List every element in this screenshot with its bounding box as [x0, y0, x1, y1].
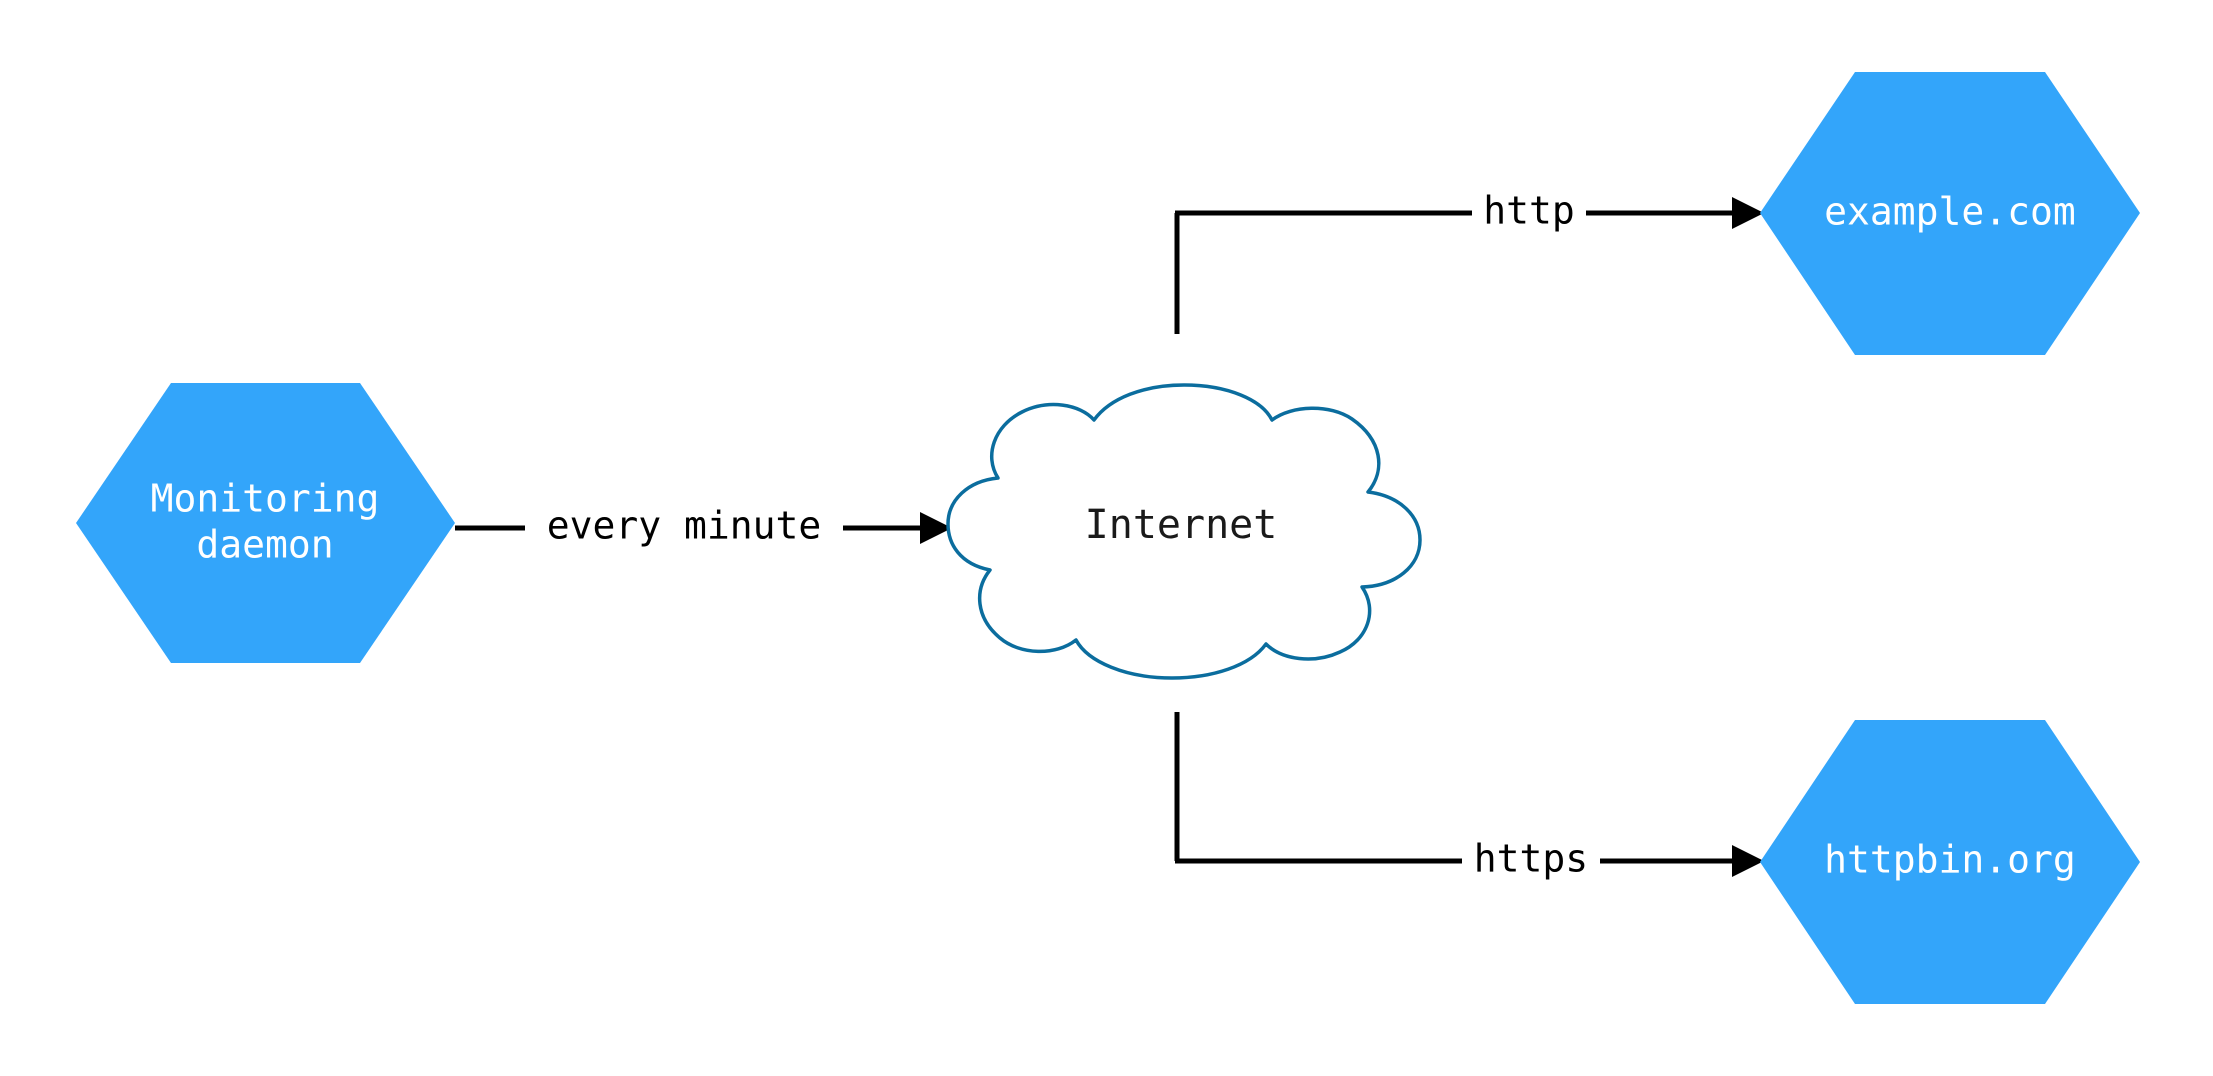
- edge-label-every-minute: every minute: [547, 504, 822, 548]
- internet-label: Internet: [1085, 502, 1278, 548]
- monitoring-daemon-label-line2: daemon: [196, 523, 333, 567]
- edge-daemon-to-internet-arrowhead: [920, 512, 952, 544]
- node-internet[interactable]: Internet: [946, 383, 1422, 680]
- edge-label-https: https: [1474, 837, 1588, 881]
- edge-internet-to-httpbin-arrowhead: [1732, 845, 1764, 877]
- example-com-label: example.com: [1824, 190, 2076, 234]
- edge-label-http: http: [1483, 189, 1575, 233]
- node-monitoring-daemon[interactable]: Monitoring daemon: [76, 383, 455, 663]
- example-com-hexagon[interactable]: [1760, 72, 2140, 355]
- httpbin-org-hexagon[interactable]: [1760, 720, 2140, 1004]
- node-example-com[interactable]: example.com: [1760, 72, 2140, 355]
- httpbin-org-label: httpbin.org: [1824, 838, 2076, 882]
- monitoring-daemon-hexagon[interactable]: [76, 383, 455, 663]
- edge-internet-to-example: http: [1174, 189, 1764, 334]
- edge-internet-to-example-arrowhead: [1732, 197, 1764, 229]
- monitoring-daemon-label-line1: Monitoring: [151, 477, 380, 521]
- edge-daemon-to-internet: every minute: [455, 504, 952, 548]
- edge-internet-to-httpbin: https: [1174, 712, 1764, 881]
- node-httpbin-org[interactable]: httpbin.org: [1760, 720, 2140, 1004]
- internet-cloud-shape[interactable]: [946, 383, 1422, 680]
